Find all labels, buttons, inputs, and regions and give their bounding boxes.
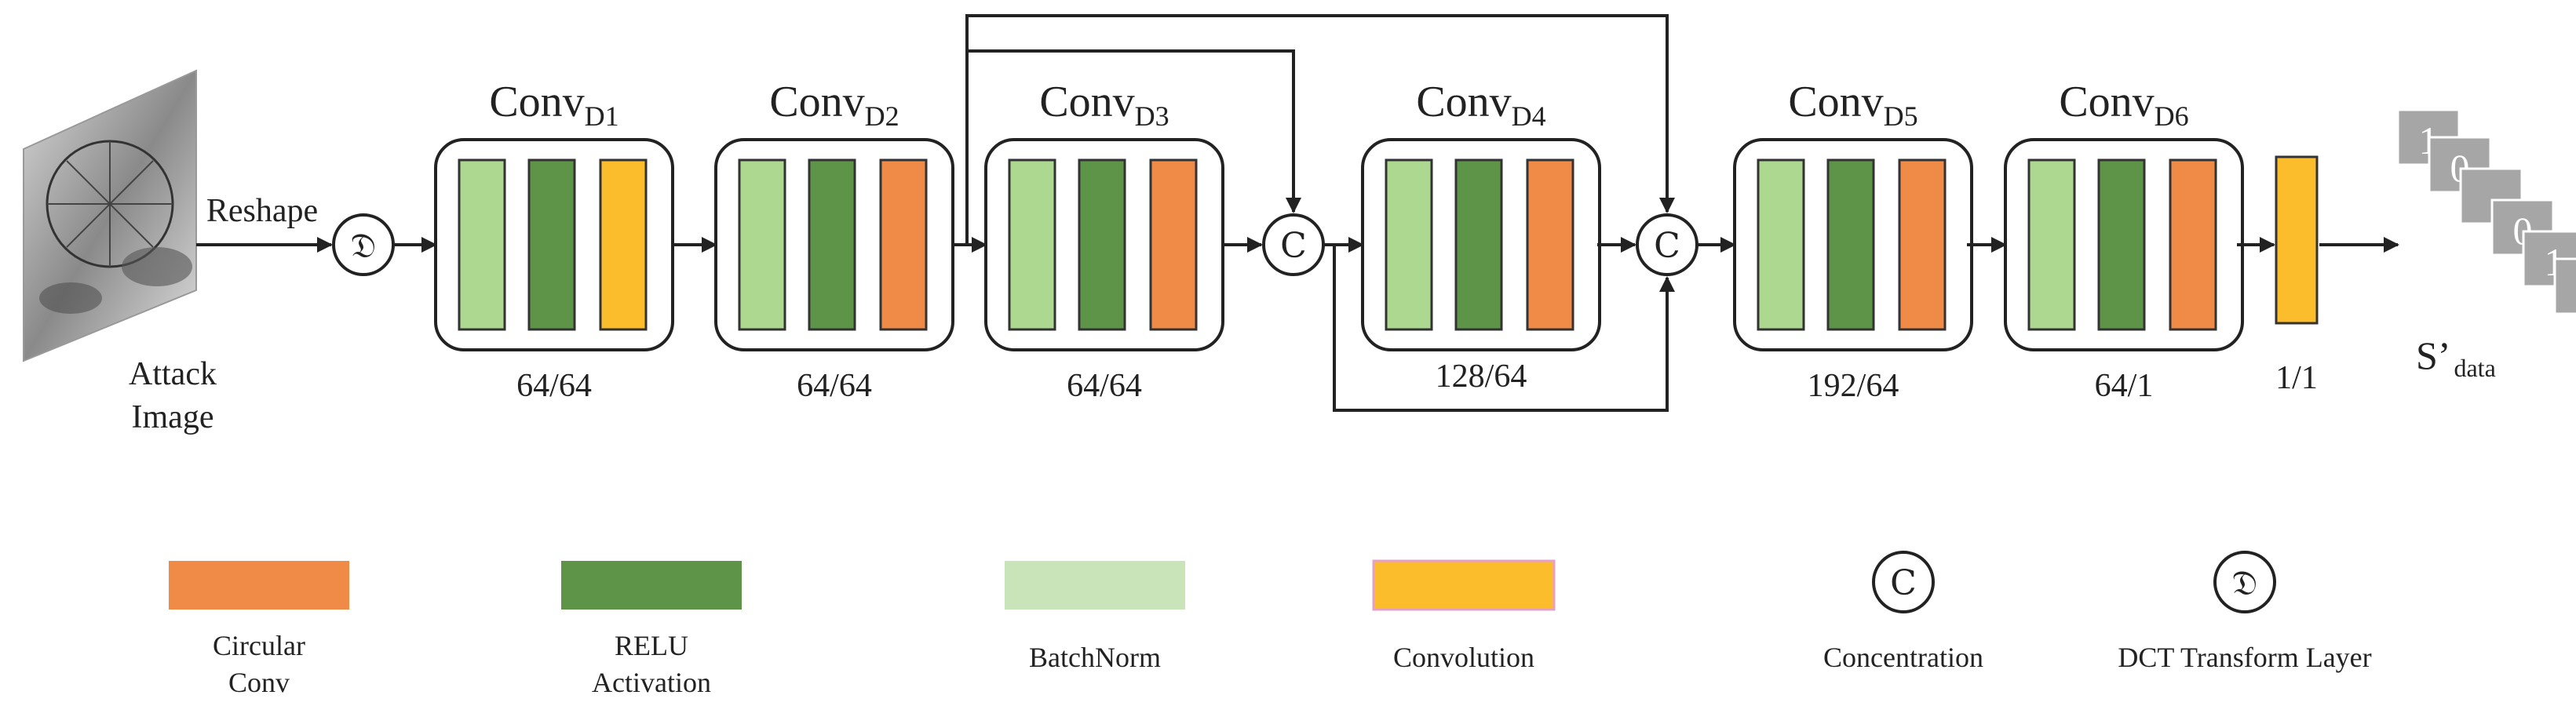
conv-block-channels: 128/64 bbox=[1436, 358, 1527, 395]
legend-swatch bbox=[169, 561, 349, 610]
conv-title-sub: D5 bbox=[1884, 100, 1918, 132]
attack-image-thumbnail bbox=[23, 69, 197, 362]
relu-layer bbox=[2097, 158, 2146, 331]
circular-conv-layer bbox=[879, 158, 928, 331]
circular-conv-layer bbox=[2169, 158, 2217, 331]
legend-item-batchnorm: BatchNorm bbox=[1005, 561, 1185, 673]
legend-item-dct: 𝔇 DCT Transform Layer bbox=[2118, 551, 2372, 673]
legend-label: Circular bbox=[213, 630, 305, 661]
batchnorm-layer bbox=[738, 158, 786, 331]
output-label-sub: data bbox=[2454, 354, 2495, 382]
concat-icon bbox=[1872, 551, 1935, 613]
legend-label: Concentration bbox=[1823, 642, 1983, 673]
legend-swatch bbox=[1372, 559, 1556, 611]
conv-block-d5: ConvD5 192/64 bbox=[1733, 78, 1973, 404]
connections bbox=[196, 14, 2399, 412]
conv-title-main: Conv bbox=[1039, 78, 1134, 126]
concat-operator-1: C bbox=[1262, 213, 1325, 276]
relu-layer bbox=[1826, 158, 1875, 331]
circular-conv-layer bbox=[1898, 158, 1947, 331]
conv-block-d1: ConvD1 64/64 bbox=[434, 78, 674, 404]
conv-title-main: Conv bbox=[1416, 78, 1511, 126]
attack-image-label-line2: Image bbox=[132, 399, 214, 435]
conv-block-d6: ConvD6 64/1 bbox=[2004, 78, 2244, 404]
conv-title-main: Conv bbox=[1788, 78, 1883, 126]
conv-title-sub: D2 bbox=[865, 100, 899, 132]
relu-layer bbox=[808, 158, 856, 331]
concat-symbol: C bbox=[1280, 226, 1307, 266]
legend-item-convolution: Convolution bbox=[1372, 559, 1556, 673]
relu-layer bbox=[527, 158, 576, 331]
conv-block-d3: ConvD3 64/64 bbox=[984, 78, 1224, 404]
output-stack: 10011 bbox=[2396, 108, 2576, 315]
dct-symbol: 𝔇 bbox=[351, 226, 377, 266]
conv-block-title: ConvD4 bbox=[1416, 78, 1545, 132]
relu-layer bbox=[1454, 158, 1503, 331]
conv-block-channels: 64/64 bbox=[797, 368, 872, 404]
conv-block-title: ConvD1 bbox=[489, 78, 618, 132]
legend-label: BatchNorm bbox=[1029, 642, 1161, 673]
conv-title-sub: D1 bbox=[585, 100, 619, 132]
attack-image-label-line1: Attack bbox=[129, 356, 217, 392]
legend-label-line2: Conv bbox=[228, 667, 290, 698]
legend-swatch bbox=[561, 561, 742, 610]
conv-block-channels: 64/64 bbox=[1067, 368, 1142, 404]
relu-layer bbox=[1078, 158, 1126, 331]
conv-block-channels: 64/64 bbox=[516, 368, 592, 404]
legend-symbol: 𝔇 bbox=[2232, 563, 2258, 603]
batchnorm-layer bbox=[1385, 158, 1433, 331]
conv-block-channels: 64/1 bbox=[2095, 368, 2154, 404]
batchnorm-layer bbox=[1008, 158, 1056, 331]
conv-title-sub: D4 bbox=[1512, 100, 1546, 132]
legend-symbol: C bbox=[1890, 563, 1917, 603]
output-card bbox=[2553, 257, 2576, 315]
final-conv-layer bbox=[2275, 155, 2319, 325]
batchnorm-layer bbox=[1757, 158, 1805, 331]
batchnorm-layer bbox=[458, 158, 506, 331]
conv-block-title: ConvD3 bbox=[1039, 78, 1169, 132]
concat-symbol: C bbox=[1654, 226, 1680, 266]
conv-title-sub: D6 bbox=[2155, 100, 2189, 132]
convolution-layer bbox=[599, 158, 648, 331]
output-label-main: S’ bbox=[2416, 333, 2450, 377]
concat-operator-2: C bbox=[1636, 213, 1698, 276]
circular-conv-layer bbox=[1526, 158, 1574, 331]
dct-icon bbox=[2213, 551, 2276, 613]
dct-operator: 𝔇 bbox=[332, 213, 395, 276]
output-label: S’ data bbox=[2416, 333, 2496, 382]
legend-label: RELU bbox=[615, 630, 688, 661]
legend-label-line2: Activation bbox=[592, 667, 711, 698]
batchnorm-layer bbox=[2027, 158, 2076, 331]
conv-block-title: ConvD5 bbox=[1788, 78, 1917, 132]
reshape-label: Reshape bbox=[206, 193, 318, 229]
conv-block-title: ConvD6 bbox=[2059, 78, 2188, 132]
legend-label: Convolution bbox=[1393, 642, 1534, 673]
legend-item-concat: C Concentration bbox=[1823, 551, 1983, 673]
conv-title-main: Conv bbox=[769, 78, 864, 126]
final-conv-channels: 1/1 bbox=[2275, 360, 2318, 396]
legend-swatch bbox=[1005, 561, 1185, 610]
conv-title-main: Conv bbox=[489, 78, 584, 126]
circular-conv-layer bbox=[1149, 158, 1198, 331]
conv-block-channels: 192/64 bbox=[1808, 368, 1899, 404]
conv-blocks: ConvD164/64ConvD264/64ConvD364/64ConvD41… bbox=[434, 78, 2244, 404]
legend-item-relu: RELU Activation bbox=[561, 561, 742, 698]
legend-label: DCT Transform Layer bbox=[2118, 642, 2371, 673]
conv-block-title: ConvD2 bbox=[769, 78, 899, 132]
conv-block-d2: ConvD2 64/64 bbox=[714, 78, 954, 404]
conv-block-d4: ConvD4 128/64 bbox=[1361, 78, 1601, 395]
conv-title-main: Conv bbox=[2059, 78, 2154, 126]
conv-title-sub: D3 bbox=[1135, 100, 1169, 132]
